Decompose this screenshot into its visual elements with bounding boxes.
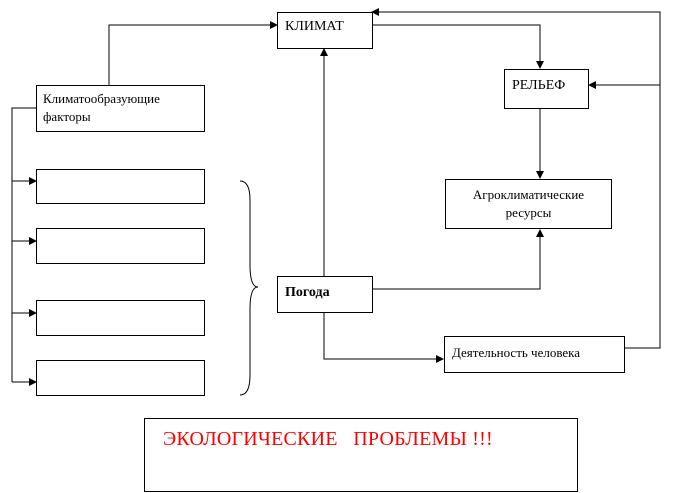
human-activity-label: Деятельность человека bbox=[452, 345, 581, 360]
climate-node bbox=[277, 12, 373, 49]
agroclimatic-resources-label-line2: ресурсы bbox=[505, 205, 552, 220]
factors-left-line bbox=[11, 107, 36, 382]
climate-factors-label-line1: Климатообразующие bbox=[43, 91, 160, 106]
climate-factors-label-line2: факторы bbox=[43, 109, 91, 124]
loop-human-activity bbox=[371, 8, 661, 349]
ecological-problems-box bbox=[144, 418, 578, 492]
weather-label: Погода bbox=[285, 285, 330, 300]
relief-label: РЕЛЬЕФ bbox=[512, 78, 566, 93]
empty-factor-box-1 bbox=[36, 169, 205, 204]
arrow-climate-to-relief bbox=[372, 24, 544, 69]
arrow-weather-to-agro bbox=[372, 229, 544, 290]
empty-factor-box-3 bbox=[36, 300, 205, 336]
empty-factor-box-2 bbox=[36, 228, 205, 264]
weather-node bbox=[277, 276, 373, 313]
relief-node bbox=[504, 69, 589, 109]
empty-factor-box-4 bbox=[36, 360, 205, 396]
agroclimatic-resources-label-line1: Агроклиматические bbox=[472, 187, 585, 202]
arrow-factors-to-climate bbox=[108, 21, 278, 85]
climate-factors-node bbox=[36, 85, 205, 132]
human-activity-node bbox=[444, 336, 625, 373]
ecological-problems-label: ЭКОЛОГИЧЕСКИЕ ПРОБЛЕМЫ !!! bbox=[163, 428, 493, 450]
agroclimatic-resources-node bbox=[445, 179, 612, 229]
arrow-weather-to-human bbox=[323, 313, 444, 363]
climate-label: КЛИМАТ bbox=[285, 19, 344, 34]
curly-brace bbox=[239, 180, 259, 396]
